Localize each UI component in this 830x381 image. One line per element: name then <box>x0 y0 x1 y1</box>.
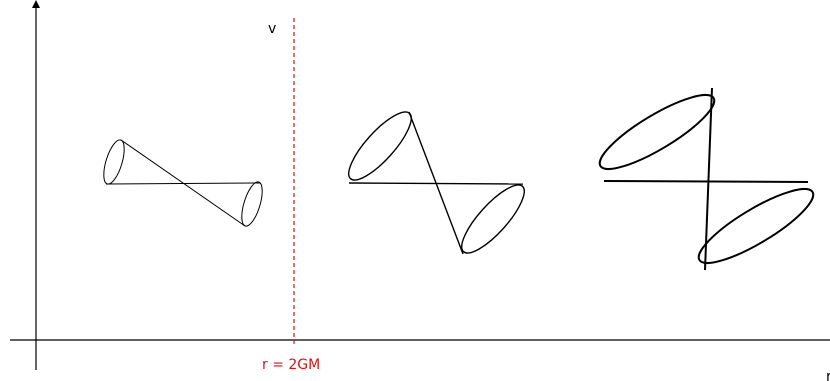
horizon-label: r = 2GM <box>262 357 320 373</box>
r-axis-label: r <box>826 369 830 381</box>
cone-middle-ellipse-right <box>461 184 525 254</box>
cone-near-horizon-vertical <box>704 87 713 271</box>
vertical-axis <box>32 0 40 370</box>
cone-near-horizon-ellipse-right <box>697 188 815 264</box>
cone-near-horizon-ellipse-left <box>598 94 716 170</box>
cone-middle-horizontal <box>348 182 524 185</box>
cone-middle <box>348 111 525 255</box>
cone-far-horizontal <box>105 182 261 185</box>
cone-far-ellipse-left <box>103 139 125 185</box>
v-axis-label: v <box>268 21 276 37</box>
vertical-axis-arrow-icon <box>32 0 40 8</box>
cone-far <box>103 139 263 227</box>
cone-near-horizon-horizontal <box>603 180 809 183</box>
cone-far-ellipse-right <box>241 181 263 227</box>
cone-middle-ellipse-left <box>348 111 412 181</box>
cone-near-horizon <box>598 87 815 271</box>
